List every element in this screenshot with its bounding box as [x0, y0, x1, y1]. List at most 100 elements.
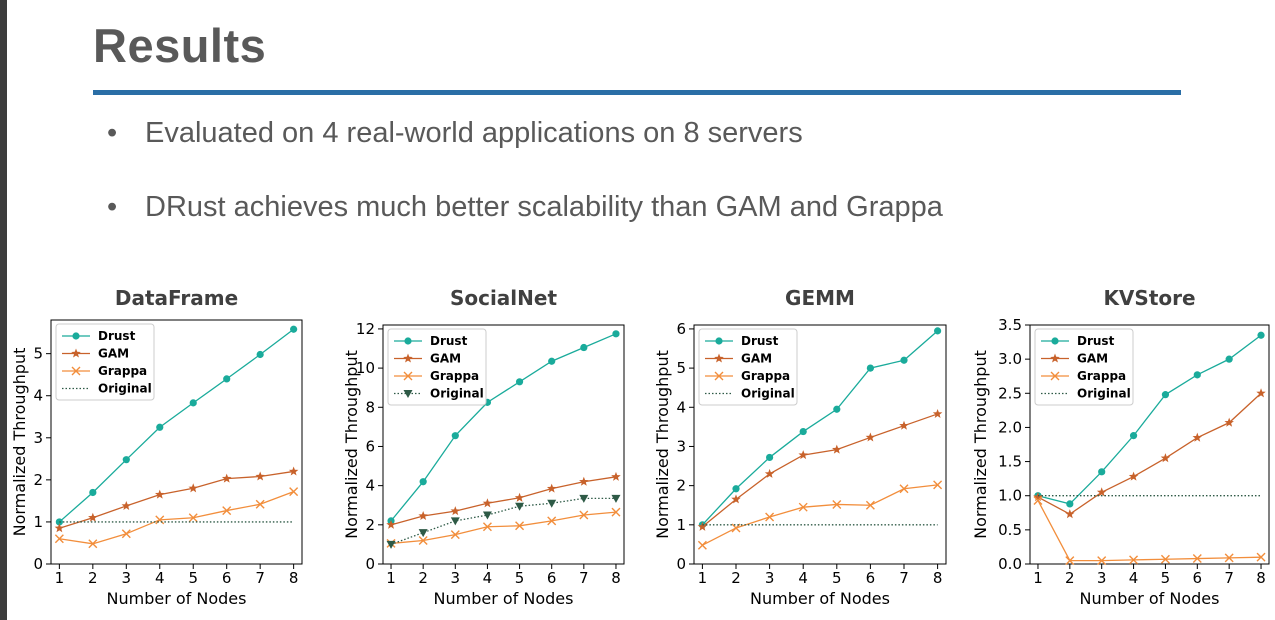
y-tick-label: 3	[676, 437, 686, 455]
legend-label: GAM	[98, 347, 129, 361]
chart-title: DataFrame	[115, 286, 238, 310]
legend-marker-drust	[404, 337, 412, 345]
data-point-gam	[899, 420, 909, 430]
legend-label: Drust	[1077, 334, 1115, 348]
data-point-drust	[223, 375, 231, 383]
data-point-grappa	[121, 529, 131, 539]
x-tick-label: 4	[798, 569, 808, 587]
data-point-grappa	[899, 484, 909, 494]
legend-marker-original	[403, 390, 413, 398]
data-point-drust	[1161, 391, 1170, 399]
data-point-gam	[546, 483, 557, 493]
data-point-grappa	[450, 530, 460, 540]
data-point-drust	[732, 485, 740, 493]
x-axis-label: Number of Nodes	[1080, 589, 1220, 608]
series-line-grappa	[59, 491, 294, 545]
data-point-gam	[450, 506, 461, 516]
y-axis-label: Normalized Throughput	[342, 350, 361, 539]
data-point-grappa	[765, 512, 775, 522]
data-point-grappa	[547, 516, 557, 526]
y-tick-label: 4	[365, 477, 375, 495]
data-point-drust	[900, 356, 908, 364]
y-tick-label: 2.5	[998, 384, 1022, 402]
data-point-drust	[189, 399, 197, 407]
data-point-grappa	[88, 539, 98, 549]
data-point-gam	[611, 471, 621, 481]
y-tick-label: 2	[365, 516, 375, 534]
x-tick-label: 3	[1097, 569, 1107, 587]
y-tick-label: 12	[356, 320, 375, 338]
bullet-text: DRust achieves much better scalability t…	[145, 191, 943, 223]
data-point-gam	[1096, 487, 1107, 497]
data-point-drust	[256, 350, 264, 359]
y-tick-label: 0.5	[998, 521, 1022, 539]
series-line-original	[390, 497, 616, 546]
x-tick-label: 4	[155, 569, 165, 587]
series-line-gam	[390, 476, 617, 526]
bullet-text: Evaluated on 4 real-world applications o…	[145, 117, 803, 149]
x-tick-label: 7	[899, 569, 909, 587]
legend-marker-gam	[403, 353, 413, 363]
data-point-grappa	[798, 502, 808, 512]
data-point-drust	[89, 488, 97, 497]
data-point-drust	[934, 327, 942, 335]
data-point-gam	[1033, 492, 1043, 502]
y-tick-label: 3	[33, 429, 43, 447]
series-line-gam	[59, 470, 294, 529]
y-tick-label: 1	[33, 513, 43, 531]
data-point-drust	[1257, 331, 1265, 339]
y-tick-label: 0	[676, 555, 686, 573]
data-point-drust	[1098, 468, 1106, 476]
slide-title: Results	[93, 19, 267, 72]
data-point-drust	[1225, 355, 1233, 363]
data-point-drust	[580, 343, 588, 352]
y-tick-label: 0	[365, 555, 375, 573]
x-tick-label: 2	[418, 569, 428, 587]
data-point-gam	[1065, 509, 1075, 519]
x-tick-label: 1	[386, 569, 396, 587]
legend-label: Drust	[430, 334, 468, 348]
chart-title: GEMM	[785, 286, 855, 310]
data-point-grappa	[1160, 554, 1170, 564]
legend-marker-drust	[72, 332, 80, 340]
data-point-gam	[865, 432, 876, 442]
y-axis-label: Normalized Throughput	[10, 348, 29, 537]
data-point-drust	[55, 518, 63, 526]
data-point-grappa	[832, 499, 842, 509]
left-edge-bar	[0, 0, 7, 620]
data-point-drust	[612, 330, 620, 338]
data-point-gam	[121, 500, 132, 510]
data-point-drust	[290, 325, 298, 333]
data-point-grappa	[1129, 555, 1139, 565]
data-point-gam	[798, 450, 808, 460]
data-point-grappa	[933, 480, 943, 490]
legend-marker-gam	[714, 353, 724, 363]
y-tick-label: 2	[676, 477, 686, 495]
legend-label: Original	[741, 387, 795, 401]
series-line-drust	[390, 333, 617, 522]
y-tick-label: 2.0	[998, 418, 1022, 436]
x-tick-label: 1	[1033, 569, 1043, 587]
x-tick-label: 6	[866, 569, 876, 587]
y-tick-label: 4	[676, 398, 686, 416]
data-point-drust	[451, 432, 459, 440]
y-tick-label: 6	[676, 320, 686, 338]
x-axis-label: Number of Nodes	[434, 589, 574, 608]
data-point-gam	[579, 476, 589, 486]
data-point-grappa	[255, 499, 265, 509]
data-point-grappa	[222, 506, 232, 516]
data-point-grappa	[1065, 556, 1075, 566]
data-point-original	[547, 499, 557, 508]
data-point-gam	[386, 519, 396, 529]
data-point-grappa	[1224, 553, 1234, 563]
x-axis-label: Number of Nodes	[750, 589, 890, 608]
data-point-grappa	[1033, 495, 1043, 505]
y-tick-label: 3.5	[998, 316, 1022, 334]
data-point-original	[611, 494, 621, 503]
data-point-gam	[221, 473, 232, 483]
legend-label: Original	[98, 382, 152, 396]
data-point-drust	[866, 364, 875, 372]
legend-label: Grappa	[430, 369, 479, 383]
data-point-drust	[799, 427, 807, 436]
chart-title: KVStore	[1103, 286, 1195, 310]
